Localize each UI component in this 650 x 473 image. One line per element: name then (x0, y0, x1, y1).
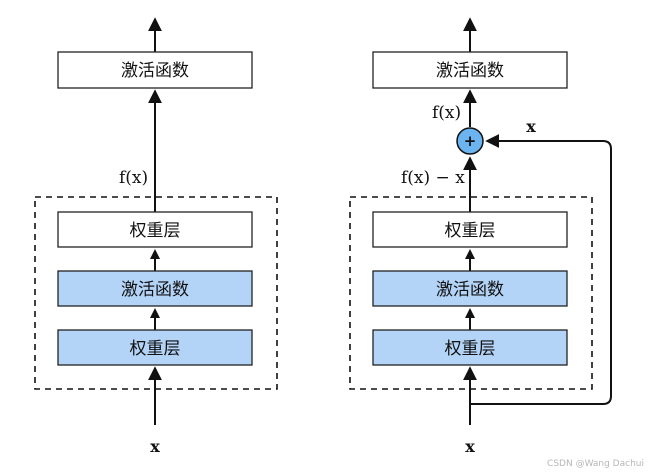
left-fx-label: f(x) (119, 168, 148, 188)
right-weight-layer-bottom (372, 329, 568, 366)
right-activation-box (372, 270, 568, 307)
watermark: CSDN @Wang Dachui (547, 459, 644, 469)
left-top-activation-box (57, 51, 253, 89)
left-weight-layer-top-label: 权重层 (130, 221, 181, 241)
left-weight-layer-top (57, 211, 253, 248)
right-top-activation-box (372, 51, 568, 89)
right-activation-label: 激活函数 (436, 280, 504, 300)
right-weight-layer-top-label: 权重层 (445, 221, 496, 241)
right-weight-layer-bottom-label: 权重层 (445, 339, 496, 359)
right-top-activation-label: 激活函数 (436, 61, 504, 81)
addition-plus-sign: + (464, 132, 477, 150)
right-residual-block: 激活函数 f(x) + x f(x) − x 权重层 激活函数 权重层 x (349, 17, 612, 456)
skip-connection-label: x (526, 117, 536, 136)
left-activation-label: 激活函数 (121, 280, 189, 300)
left-top-activation-label: 激活函数 (121, 61, 189, 81)
skip-connection-line (470, 134, 612, 405)
right-input-label: x (465, 437, 475, 456)
left-input-label: x (150, 437, 160, 456)
right-fx-label: f(x) (432, 103, 461, 123)
left-normal-block: 激活函数 f(x) 权重层 激活函数 权重层 x (34, 17, 278, 456)
addition-node (456, 127, 484, 155)
left-weight-layer-bottom-label: 权重层 (130, 339, 181, 359)
left-weight-layer-bottom (57, 329, 253, 366)
right-weight-layer-top (372, 211, 568, 248)
right-residual-label: f(x) − x (401, 168, 465, 188)
left-activation-box (57, 270, 253, 307)
